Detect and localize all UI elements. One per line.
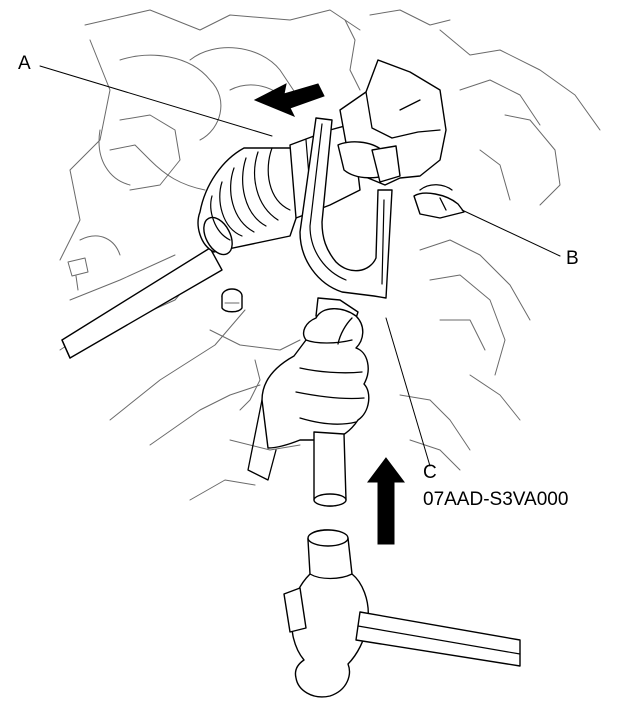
hammer: [283, 529, 521, 698]
part-number-label: 07AAD-S3VA000: [423, 489, 569, 510]
callout-a: A: [18, 53, 31, 74]
leader-lines: [39, 65, 561, 467]
left-arrow-icon: [253, 83, 325, 117]
hand: [247, 308, 370, 481]
transmission-case: [337, 59, 465, 219]
drive-shaft: [61, 247, 223, 359]
engine-background: [59, 9, 601, 501]
up-arrow-icon: [367, 457, 405, 545]
tool-handle: [313, 431, 347, 507]
callout-b: B: [566, 248, 579, 269]
cv-joint-boot: [197, 123, 361, 256]
callout-c: C: [423, 462, 437, 483]
